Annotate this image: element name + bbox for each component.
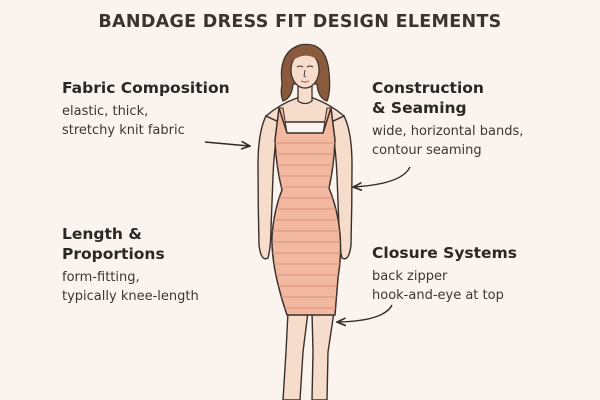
page-title: BANDAGE DRESS FIT DESIGN ELEMENTS [98,12,502,32]
left-arm [257,115,280,260]
fabric-composition-text: elastic, thick, stretchy knit fabric [62,104,185,138]
nose [303,69,307,78]
fabric-composition-heading: Fabric Composition [62,79,230,97]
left-eye [296,65,304,68]
construction-seaming-heading: Construction & Seaming [372,79,484,117]
right-eye [306,65,314,68]
closure-systems-arrow [338,304,393,322]
closure-systems-heading: Closure Systems [372,244,517,262]
shoulders [264,97,346,123]
length-proportions-block: Length & Proportions form-fitting, typic… [62,224,199,306]
neck [297,83,313,105]
right-arm [330,115,353,260]
dress [271,107,342,316]
construction-seaming-arrow [354,166,411,187]
construction-seaming-block: Construction & Seaming wide, horizontal … [372,78,523,160]
fabric-composition-arrow [204,142,249,146]
hair-fringe [290,48,320,62]
length-proportions-text: form-fitting, typically knee-length [62,270,199,304]
left-leg [282,311,309,400]
mouth [300,80,310,83]
length-proportions-heading: Length & Proportions [62,225,165,263]
construction-seaming-text: wide, horizontal bands, contour seaming [372,124,524,158]
closure-systems-text: back zipper hook-and-eye at top [372,269,504,303]
right-leg [311,311,335,400]
fabric-composition-block: Fabric Composition elastic, thick, stret… [62,78,230,140]
closure-systems-block: Closure Systems back zipper hook-and-eye… [372,243,517,305]
